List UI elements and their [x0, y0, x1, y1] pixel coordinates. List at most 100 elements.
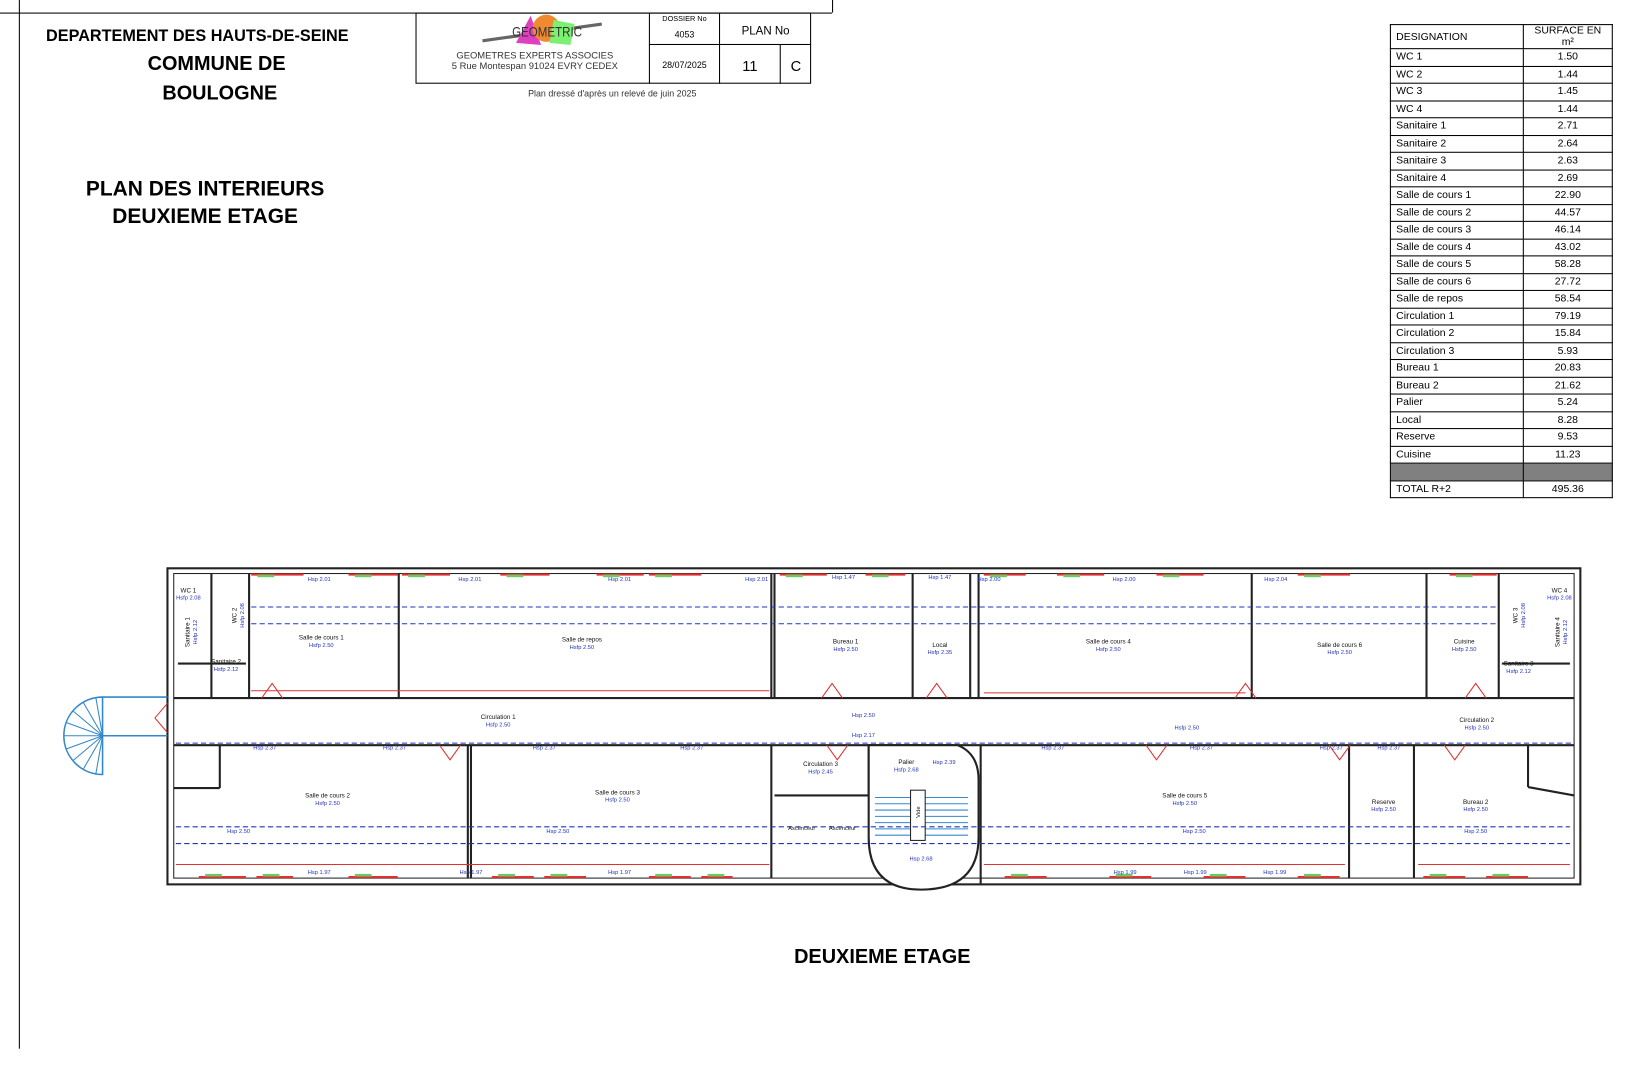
surface-row-name: Circulation 1: [1389, 307, 1524, 326]
frame-line-left: [18, 0, 20, 1049]
room-name: Salle de cours 4: [1086, 639, 1131, 646]
room-name: Circulation 2: [1459, 717, 1494, 724]
window-glass: [1492, 873, 1510, 877]
room-height: Hsfp 2.50: [1327, 650, 1352, 656]
door-swing: [925, 682, 948, 699]
surface-row-value: 22.90: [1522, 186, 1613, 205]
surface-row-name: Bureau 1: [1389, 358, 1524, 378]
room-height: Hsfp 2.08: [240, 603, 246, 628]
surface-row-value: 2.64: [1522, 134, 1613, 153]
surface-row-name: Sanitaire 2: [1389, 134, 1524, 153]
room-name: Salle de cours 1: [299, 634, 344, 641]
plan-annotation: Hsp 1.99: [1263, 870, 1286, 876]
partition-wall: [1527, 786, 1575, 797]
surface-row-name: Sanitaire 3: [1389, 151, 1524, 171]
room-name: WC 4: [1552, 587, 1568, 594]
room-name: Sanitaire 4: [1554, 617, 1561, 647]
door-swing: [1328, 744, 1351, 761]
room-height: Hsfp 2.68: [894, 767, 919, 773]
dossier-cell: DOSSIER No 4053: [648, 13, 720, 46]
room-name: Salle de cours 6: [1317, 642, 1362, 649]
surface-row-name: Circulation 3: [1389, 341, 1524, 361]
plan-annotation: Hsp 2.37: [383, 745, 406, 751]
window-glass: [1063, 574, 1081, 578]
surface-row-name: Sanitaire 4: [1389, 169, 1524, 188]
surface-row-name: Cuisine: [1389, 445, 1524, 464]
separator-cell: [1389, 462, 1524, 481]
plan-annotation: Ascenceur: [829, 826, 856, 832]
room-name: Circulation 3: [803, 761, 838, 768]
plan-index: C: [790, 57, 802, 75]
total-value: 495.36: [1522, 479, 1613, 499]
window-glass: [602, 574, 620, 578]
surface-row-value: 5.93: [1522, 341, 1613, 361]
plan-label-cell: PLAN No: [719, 13, 812, 46]
surface-row-value: 2.71: [1522, 117, 1613, 136]
spiral-step: [82, 735, 104, 770]
total-label: TOTAL R+2: [1389, 479, 1524, 499]
col-designation: DESIGNATION: [1389, 24, 1524, 50]
surface-row-value: 1.50: [1522, 48, 1613, 67]
door-swing: [261, 682, 284, 699]
spiral-step: [65, 735, 103, 750]
date-cell: 28/07/2025: [648, 45, 719, 84]
window-glass: [1115, 873, 1133, 877]
window-glass: [1304, 574, 1321, 578]
room-height: Hsfp 2.50: [486, 722, 511, 728]
plan-annotation: Hsp 1.47: [928, 575, 951, 581]
room-height: Hsfp 2.50: [1096, 647, 1121, 653]
surface-row-value: 20.83: [1522, 358, 1613, 378]
room-height: Hsfp 2.50: [1172, 801, 1197, 807]
room-name: Bureau 2: [1463, 799, 1489, 806]
window-glass: [354, 873, 372, 877]
room-name: Cuisine: [1454, 639, 1475, 646]
door-swing: [439, 744, 461, 761]
plan-annotation: Hsp 2.00: [978, 577, 1001, 583]
plan-annotation: Hsp 1.47: [832, 575, 855, 581]
surface-row-name: Palier: [1389, 393, 1524, 412]
surface-row-name: Reserve: [1389, 428, 1524, 447]
surface-row-name: Salle de cours 6: [1389, 272, 1524, 291]
window-glass: [871, 574, 889, 578]
surface-row-name: Local: [1389, 410, 1524, 430]
floor-plan-title: DEUXIEME ETAGE: [794, 946, 971, 969]
plan-annotation: Hsp 1.97: [308, 870, 331, 876]
room-height: Hsfp 2.08: [1547, 596, 1572, 602]
surface-row-value: 11.23: [1522, 445, 1613, 464]
room-name: Local: [932, 642, 947, 649]
plan-annotation: Hsp 2.37: [680, 745, 703, 751]
door-swing: [826, 744, 849, 761]
window-glass: [1429, 873, 1447, 877]
plan-annotation: Hsp 2.50: [852, 713, 875, 719]
separator-cell: [1522, 462, 1613, 481]
surface-row-value: 43.02: [1522, 238, 1613, 257]
spiral-step: [95, 735, 104, 774]
surface-table-header: DESIGNATION SURFACE EN m²: [1389, 24, 1613, 50]
plan-annotation: Hsp 1.97: [459, 870, 482, 876]
plan-number-cell: 11: [719, 45, 780, 84]
room-height: Hsfp 2.08: [1521, 603, 1527, 628]
surface-row-value: 1.44: [1522, 99, 1613, 119]
col-surface: SURFACE EN m²: [1522, 24, 1613, 50]
door-swing: [1464, 682, 1487, 699]
room-name: Sanitaire 3: [1504, 661, 1534, 668]
window-glass: [655, 873, 672, 877]
window-glass: [262, 873, 280, 877]
plan-title-line1: PLAN DES INTERIEURS: [85, 177, 325, 201]
window-glass: [707, 873, 725, 877]
plan-annotation: Hsp 2.01: [745, 577, 768, 583]
plan-annotation: Ascenceur: [788, 826, 815, 832]
plan-title-line2: DEUXIEME ETAGE: [112, 205, 298, 229]
door-swing: [1145, 744, 1168, 761]
stair-void: [910, 789, 926, 841]
